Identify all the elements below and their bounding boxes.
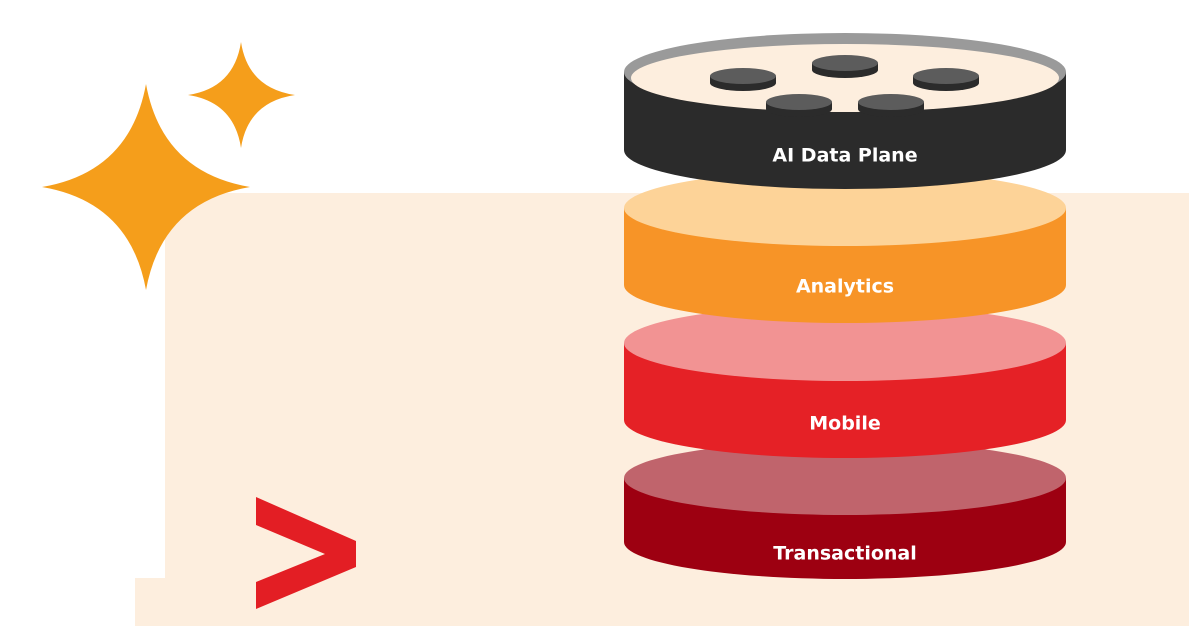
transactional-layer-top bbox=[624, 441, 1066, 515]
analytics-layer-top bbox=[624, 170, 1066, 246]
data-disc bbox=[812, 55, 878, 78]
background-panel-foot bbox=[135, 578, 175, 626]
transactional-layer-label: Transactional bbox=[773, 543, 917, 565]
data-disc bbox=[858, 94, 924, 117]
large-sparkle-icon bbox=[42, 84, 250, 290]
data-disc bbox=[710, 68, 776, 91]
mobile-layer-label: Mobile bbox=[809, 413, 880, 435]
data-disc bbox=[766, 94, 832, 117]
ai-data-plane-layer: AI Data Plane bbox=[624, 33, 1066, 189]
ai-data-plane-layer-label: AI Data Plane bbox=[772, 145, 917, 167]
transactional-layer: Transactional bbox=[624, 441, 1066, 579]
data-disc bbox=[913, 68, 979, 91]
mobile-layer: Mobile bbox=[624, 305, 1066, 458]
mobile-layer-top bbox=[624, 305, 1066, 381]
small-sparkle-icon bbox=[188, 42, 295, 148]
analytics-layer: Analytics bbox=[624, 170, 1066, 323]
analytics-layer-label: Analytics bbox=[796, 276, 894, 298]
chevron-right-icon bbox=[256, 497, 356, 609]
